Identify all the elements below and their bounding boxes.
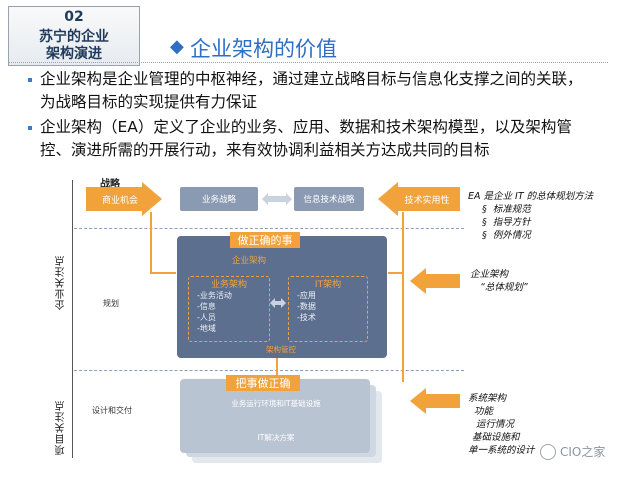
section-sign-icon: § <box>482 230 487 241</box>
do-right-things-tag: 做正确的事 <box>230 232 300 248</box>
tech-practicality-label: 技术实用性 <box>404 196 450 206</box>
business-opportunity-label: 商业机会 <box>101 196 138 206</box>
bullet-2-line2: 控、演进所需的开展行动，来有效协调利益相关方达成共同的目标 <box>40 141 490 159</box>
business-arch-item: -业务活动 <box>197 291 232 300</box>
section-sign-icon: § <box>482 204 487 215</box>
it-architecture-box: IT架构 -应用 -数据 -技术 <box>288 276 368 342</box>
ea-master-plan-note: 企业架构 “总体规划” <box>470 268 630 294</box>
enterprise-architecture-box <box>177 236 387 358</box>
ea-note-title: EA 是企业 IT 的总体规划方法 <box>468 191 594 202</box>
section-number: 02 <box>64 9 84 25</box>
planning-label: 规划 <box>103 299 119 308</box>
connector-left <box>150 212 152 274</box>
sys-note-item: 基础设施和 <box>472 432 520 443</box>
slide-title: 企业架构的价值 <box>190 37 337 61</box>
connector-right <box>402 212 404 382</box>
divider-strategy <box>74 228 464 229</box>
connector-right-h <box>388 272 404 274</box>
ea-arch-line2: “总体规划” <box>480 282 528 293</box>
section-sign-icon: § <box>482 217 487 228</box>
ea-arch-line1: 企业架构 <box>470 269 509 280</box>
section-title: 苏宁的企业 架构演进 <box>9 29 139 63</box>
ea-note-item: § 指导方针 <box>482 217 531 228</box>
bullet-1-line2: 为战略目标的实现提供有力保证 <box>40 93 258 111</box>
diamond-icon: ◆ <box>170 36 184 57</box>
bullet-2: 企业架构（EA）定义了企业的业务、应用、数据和技术架构模型，以及架构管 控、演进… <box>40 116 630 162</box>
bullet-marker-icon <box>28 78 32 82</box>
project-focus-label: 项目关注点 <box>56 400 67 455</box>
it-solution-label: IT解决方案 <box>257 433 295 442</box>
double-arrow-icon <box>270 298 286 308</box>
ops-environment-label: 业务运行环境和IT基础设施 <box>231 399 321 408</box>
section-title-line2: 架构演进 <box>46 46 102 62</box>
business-opportunity-arrow-icon <box>86 182 162 216</box>
sys-note-item: 系统架构 <box>468 393 507 404</box>
watermark-text: CIO之家 <box>560 445 606 459</box>
it-arch-item: -技术 <box>297 313 316 322</box>
business-strategy-label: 业务战略 <box>201 195 236 205</box>
it-architecture-title: IT架构 <box>314 280 342 290</box>
it-strategy-box: 信息技术战略 <box>294 187 364 211</box>
arch-control-label: 架构管控 <box>266 345 296 354</box>
divider-design <box>74 370 464 371</box>
it-arch-item: -应用 <box>297 291 316 300</box>
section-box: 02 苏宁的企业 架构演进 <box>8 6 140 66</box>
sys-note-item: 功能 <box>474 406 494 417</box>
ea-note-item: § 例外情况 <box>482 230 531 241</box>
business-arch-item: -信息 <box>197 302 216 311</box>
enterprise-focus-label: 企业关注点 <box>56 255 67 310</box>
business-architecture-title: 业务架构 <box>210 280 247 290</box>
business-arch-item: -地域 <box>197 324 216 333</box>
tech-practicality-arrow-icon <box>378 182 460 216</box>
system-architecture-note: 系统架构 功能 运行情况 基础设施和 单一系统的设计 <box>468 392 628 457</box>
enterprise-architecture-label: 企业架构 <box>232 256 267 266</box>
bullet-1-line1: 企业架构是企业管理的中枢神经，通过建立战略目标与信息化支撑之间的关联， <box>40 70 583 88</box>
bullet-1: 企业架构是企业管理的中枢神经，通过建立战略目标与信息化支撑之间的关联， 为战略目… <box>40 68 630 114</box>
arrow-left-icon <box>410 268 460 294</box>
business-architecture-box: 业务架构 -业务活动 -信息 -人员 -地域 <box>188 276 270 342</box>
double-arrow-icon <box>262 193 292 205</box>
strategy-label: 战略 <box>100 179 120 190</box>
title-divider <box>8 62 608 63</box>
it-arch-item: -数据 <box>297 302 316 311</box>
bullet-marker-icon <box>28 126 32 130</box>
it-strategy-label: 信息技术战略 <box>303 195 355 205</box>
solution-box <box>180 379 370 453</box>
sys-note-item: 单一系统的设计 <box>468 445 535 456</box>
business-strategy-box: 业务战略 <box>180 187 258 211</box>
business-arch-item: -人员 <box>197 313 216 322</box>
section-title-line1: 苏宁的企业 <box>39 29 109 45</box>
arrow-left-icon <box>410 388 460 414</box>
sys-note-item: 运行情况 <box>476 419 515 430</box>
connector-left-h <box>150 272 176 274</box>
watermark-logo-icon <box>540 444 556 460</box>
ea-planning-note: EA 是企业 IT 的总体规划方法 § 标准规范 § 指导方针 § 例外情况 <box>468 190 638 242</box>
diagram-axis <box>72 180 73 458</box>
ea-note-item: § 标准规范 <box>482 204 531 215</box>
design-delivery-label: 设计和交付 <box>92 406 132 415</box>
connector-down <box>276 358 278 376</box>
do-things-right-tag: 把事做正确 <box>226 375 300 391</box>
bullet-2-line1: 企业架构（EA）定义了企业的业务、应用、数据和技术架构模型，以及架构管 <box>40 118 572 136</box>
